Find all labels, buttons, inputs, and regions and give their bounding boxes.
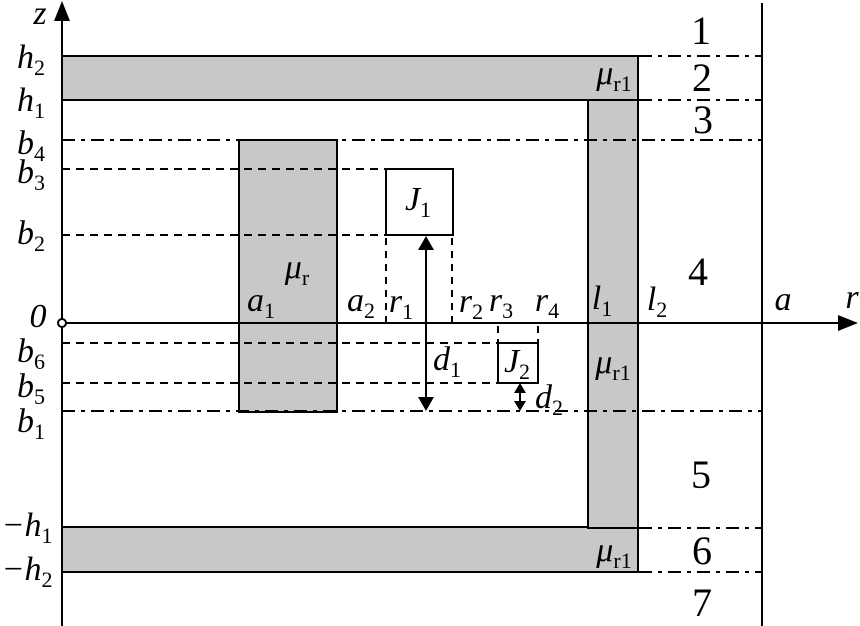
r1-dashed-line [385, 238, 387, 324]
outer-radius-boundary-line [761, 3, 763, 626]
label-mu-r1-top: μr1 [596, 55, 632, 96]
label-a: a [774, 281, 792, 318]
d1-down-arrowhead-icon [418, 397, 434, 411]
label-h1: h1 [17, 82, 45, 123]
label-a2: a2 [347, 282, 375, 323]
region-2-label: 2 [692, 55, 712, 100]
label-b4: b4 [17, 125, 45, 166]
region-6-label: 6 [692, 528, 712, 573]
label-J1: J1 [404, 181, 432, 222]
label-mu-r1-bottom: μr1 [596, 532, 632, 573]
origin-label: 0 [29, 298, 47, 335]
r3-dashed-line [497, 326, 499, 342]
label-b2: b2 [17, 215, 45, 256]
r-axis-label: r [845, 279, 859, 316]
z-axis-label: z [33, 0, 47, 32]
neg-h2-extension-line [639, 571, 762, 573]
label-b5: b5 [17, 368, 45, 409]
d1-up-arrowhead-icon [418, 236, 434, 250]
b6-dashed-line [62, 342, 498, 344]
label-h2: h2 [17, 39, 45, 80]
label-b1: b1 [17, 403, 45, 444]
label-r1: r1 [388, 283, 414, 324]
label-l1: l1 [591, 280, 613, 321]
b3-dashed-line [62, 168, 386, 170]
label-neg-h2: −h2 [1, 551, 53, 592]
label-neg-h1: −h1 [1, 507, 53, 548]
d2-dimension-line [519, 389, 521, 407]
h2-extension-line [639, 55, 762, 57]
label-a1: a1 [247, 282, 275, 323]
region-4-label: 4 [688, 249, 708, 294]
top-yoke-bar [61, 55, 639, 101]
origin-marker [57, 318, 67, 328]
label-b6: b6 [17, 333, 45, 374]
d1-dimension-line [425, 248, 427, 399]
region-5-label: 5 [691, 452, 711, 497]
d2-up-arrowhead-icon [514, 383, 526, 393]
label-r4: r4 [534, 282, 560, 323]
label-J2: J2 [503, 343, 531, 384]
region-1-label: 1 [691, 8, 711, 53]
label-d2: d2 [535, 379, 563, 420]
r4-dashed-line [537, 326, 539, 342]
r-axis-line [62, 322, 842, 324]
inner-core-bar [238, 139, 338, 413]
bottom-yoke-bar [61, 526, 639, 573]
region-7-label: 7 [692, 580, 712, 625]
J1-coil-box [385, 168, 454, 236]
d2-down-arrowhead-icon [514, 401, 526, 411]
z-axis-arrowhead-icon [54, 1, 70, 21]
b2-dashed-line [62, 234, 386, 236]
b5-dashed-line [62, 382, 498, 384]
label-mu-r: μr [284, 249, 310, 290]
J2-coil-box [497, 342, 539, 384]
label-r3: r3 [488, 282, 514, 323]
b1-dashdot-line [62, 410, 762, 412]
neg-h1-extension-line [639, 527, 762, 529]
label-r2: r2 [458, 283, 484, 324]
label-mu-r1-mid: μr1 [595, 344, 631, 385]
label-d1: d1 [433, 341, 461, 382]
r2-dashed-line [451, 238, 453, 324]
h1-extension-line [639, 99, 762, 101]
label-b3: b3 [17, 154, 45, 195]
r-axis-arrowhead-icon [838, 315, 858, 331]
b4-dashdot-line [62, 139, 762, 141]
outer-core-bar [587, 99, 639, 529]
region-3-label: 3 [693, 97, 713, 142]
label-l2: l2 [646, 281, 668, 322]
